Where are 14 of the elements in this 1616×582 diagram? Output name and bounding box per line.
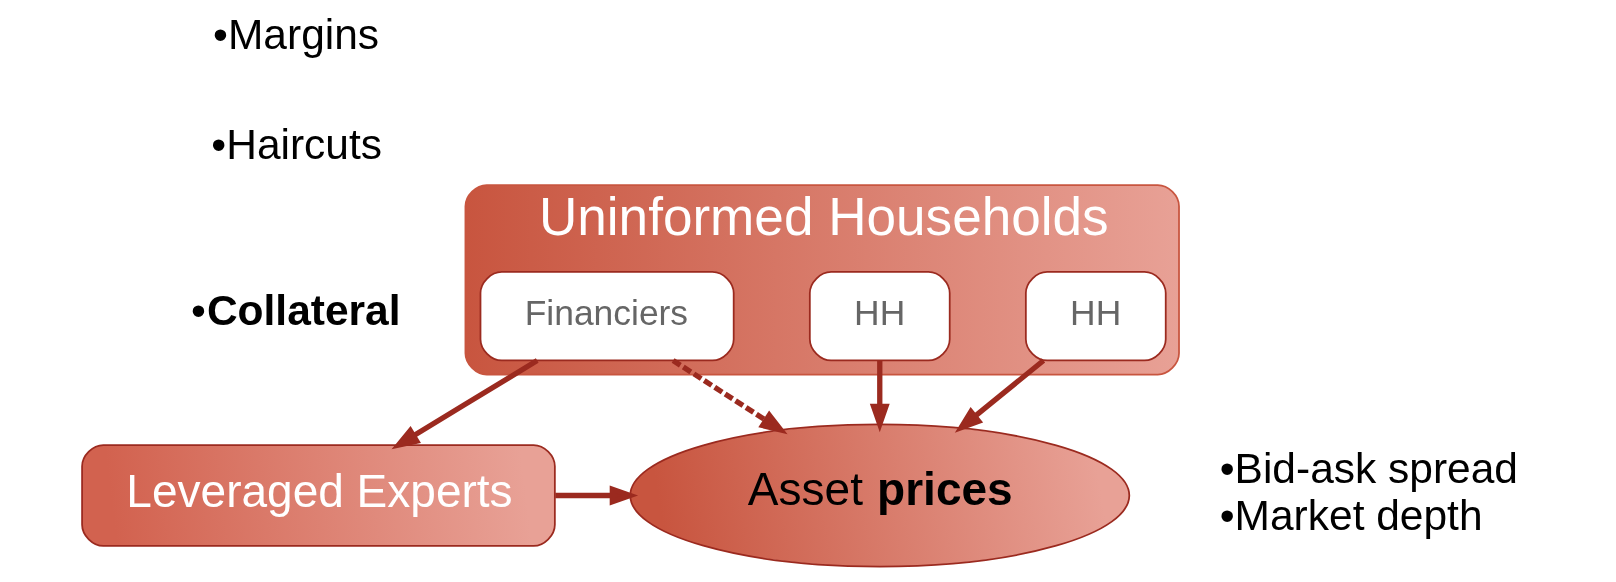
label: •Haircuts: [210, 120, 382, 168]
node-box: HH: [808, 271, 951, 362]
node-box: Financiers: [479, 271, 735, 362]
node-box: Leveraged Experts: [80, 444, 556, 547]
label: •Margins: [212, 11, 379, 59]
node-box: HH: [1024, 271, 1167, 362]
arrow: [869, 360, 890, 433]
node-label: •Bid-ask spread: [1219, 445, 1518, 493]
arrow: [554, 485, 638, 506]
label: •Collateral: [190, 287, 401, 335]
node-ellipse: Asset prices: [628, 423, 1130, 568]
node-label: •Market depth: [1219, 491, 1483, 539]
arrow: [671, 358, 788, 435]
arrow: [391, 358, 539, 450]
